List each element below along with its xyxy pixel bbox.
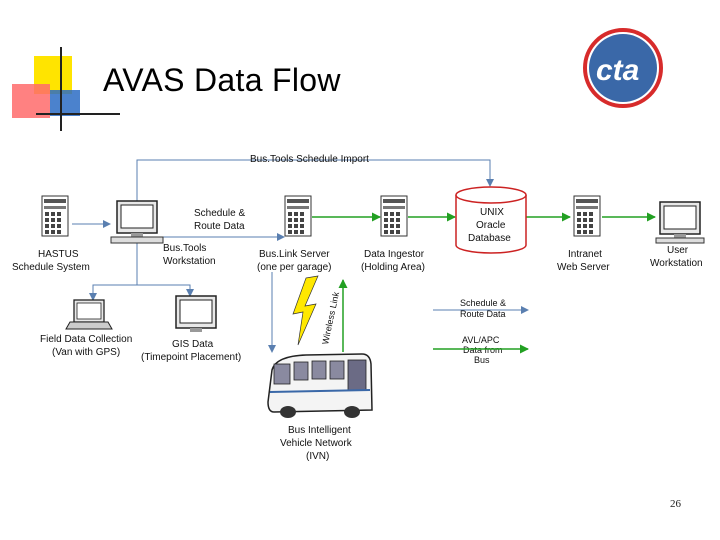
hastus-server-icon [41, 195, 69, 237]
schedule-route-label-1: Schedule & [194, 208, 245, 219]
intranet-label-2: Web Server [557, 262, 610, 273]
database-cylinder-icon [455, 186, 527, 254]
database-label-1: UNIX [480, 207, 504, 218]
buslink-label-2: (one per garage) [257, 262, 332, 273]
wireless-bolt-icon [292, 275, 319, 346]
schedule-route-label-2: Route Data [194, 221, 245, 232]
decor-vertical-line [60, 47, 62, 131]
cta-logo-text: cta [596, 54, 639, 87]
title-decoration [0, 0, 120, 135]
ingestor-label-2: (Holding Area) [361, 262, 425, 273]
ingestor-label-1: Data Ingestor [364, 249, 425, 260]
buslink-server-icon [284, 195, 312, 237]
cta-logo: cta [583, 28, 663, 108]
field-label-2: (Van with GPS) [52, 347, 120, 358]
import-flow-line [136, 159, 494, 203]
wireless-link-label: Wireless Link [320, 291, 341, 346]
ingestor-server-icon [380, 195, 408, 237]
intranet-server-icon [573, 195, 601, 237]
legend-avl-label-1: AVL/APC [462, 335, 500, 345]
gis-label-1: GIS Data [172, 339, 214, 350]
buslink-label-1: Bus.Link Server [259, 249, 330, 260]
bustools-label-2: Workstation [163, 256, 216, 267]
flow-bustools-to-field [89, 243, 138, 301]
legend-schedule-label-2: Route Data [460, 309, 506, 319]
import-flow-label: Bus.Tools Schedule Import [250, 154, 369, 165]
decor-horizontal-line [36, 113, 120, 115]
legend-schedule-label-1: Schedule & [460, 298, 506, 308]
bus-icon [267, 353, 373, 418]
hastus-label-2: Schedule System [12, 262, 90, 273]
user-label-1: User [667, 245, 689, 256]
legend-avl-label-2: Data from [463, 345, 503, 355]
gis-monitor-icon [175, 295, 217, 333]
bus-label-1: Bus Intelligent [288, 425, 351, 436]
laptop-icon [65, 299, 113, 330]
user-monitor-icon [655, 201, 705, 244]
bustools-label-1: Bus.Tools [163, 243, 206, 254]
field-label-1: Field Data Collection [40, 334, 132, 345]
bustools-monitor-icon [110, 200, 164, 244]
hastus-label-1: HASTUS [38, 249, 79, 260]
legend-avl-label-3: Bus [474, 355, 490, 365]
database-label-2: Oracle [476, 220, 506, 231]
page-number: 26 [670, 498, 681, 510]
decor-red-square [12, 84, 50, 118]
database-label-3: Database [468, 233, 511, 244]
bus-label-2: Vehicle Network [280, 438, 353, 449]
flow-field-to-gis [135, 284, 194, 297]
user-label-2: Workstation [650, 258, 703, 269]
decor-blue-square [50, 90, 80, 116]
gis-label-2: (Timepoint Placement) [141, 352, 241, 363]
bus-label-3: (IVN) [306, 451, 329, 462]
slide-title: AVAS Data Flow [103, 62, 341, 98]
intranet-label-1: Intranet [568, 249, 602, 260]
